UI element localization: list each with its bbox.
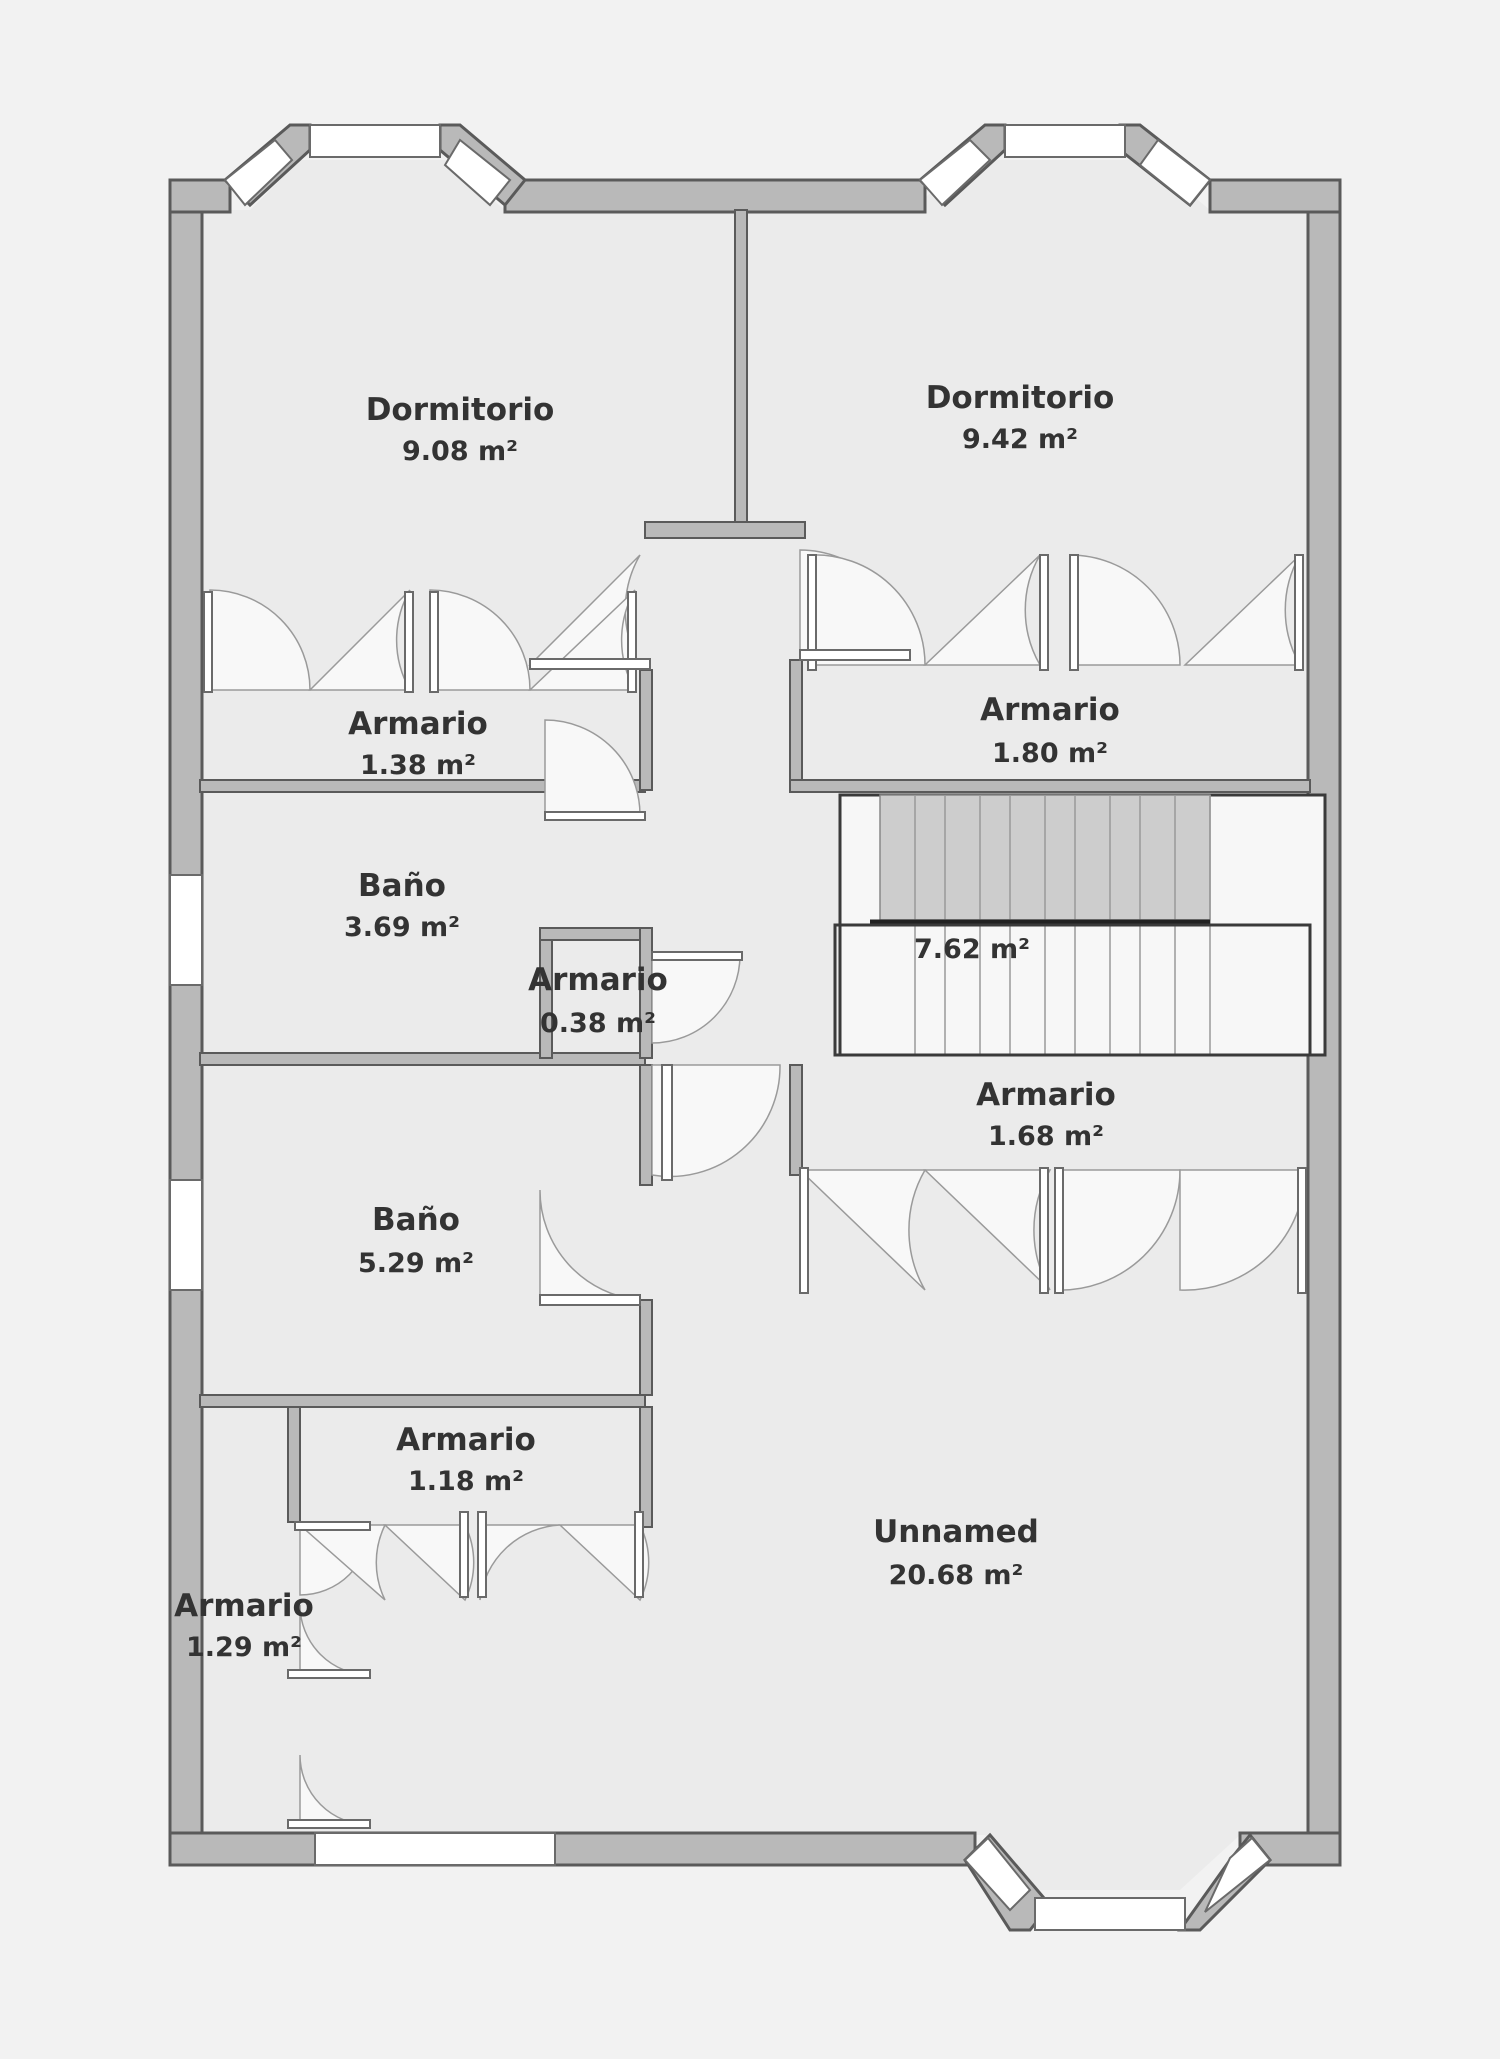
room-name: Armario: [980, 692, 1120, 728]
room-area: 1.29 m²: [186, 1632, 302, 1663]
windows: [169, 124, 1272, 1931]
stairs: [833, 793, 1327, 1057]
window: [963, 1836, 1032, 1912]
window: [314, 1832, 556, 1866]
room-area: 5.29 m²: [358, 1248, 474, 1279]
room-area: 20.68 m²: [889, 1560, 1024, 1591]
room-area: 1.18 m²: [408, 1466, 524, 1497]
room-area: 3.69 m²: [344, 912, 460, 943]
window: [309, 124, 441, 158]
room-name: Baño: [372, 1202, 460, 1238]
window: [1138, 138, 1212, 207]
interior-walls: [199, 209, 1311, 1528]
room-name: Dormitorio: [366, 392, 555, 428]
window: [1204, 1836, 1272, 1913]
window: [1034, 1897, 1186, 1931]
window: [443, 138, 512, 207]
room-area: 1.38 m²: [360, 750, 476, 781]
room-labels: Dormitorio 9.08 m² Dormitorio 9.42 m² Ar…: [174, 380, 1120, 1663]
exterior-walls: [168, 123, 1342, 1932]
room-area: 1.80 m²: [992, 738, 1108, 769]
doors: [203, 549, 1307, 1829]
room-name: Armario: [976, 1077, 1116, 1113]
window: [918, 138, 992, 207]
room-area: 9.42 m²: [962, 424, 1078, 455]
window: [169, 874, 203, 986]
room-name: Unnamed: [873, 1514, 1039, 1550]
room-area: 0.38 m²: [540, 1008, 656, 1039]
room-area: 1.68 m²: [988, 1121, 1104, 1152]
room-name: Dormitorio: [926, 380, 1115, 416]
window: [169, 1179, 203, 1291]
room-name: Armario: [174, 1588, 314, 1624]
room-name: Armario: [348, 706, 488, 742]
window: [223, 138, 294, 207]
door-leaves: [203, 554, 1307, 1829]
room-name: Armario: [528, 962, 668, 998]
room-area: 9.08 m²: [402, 436, 518, 467]
room-name: Armario: [396, 1422, 536, 1458]
room-area: 7.62 m²: [914, 934, 1030, 965]
window: [1004, 124, 1126, 158]
room-name: Baño: [358, 868, 446, 904]
